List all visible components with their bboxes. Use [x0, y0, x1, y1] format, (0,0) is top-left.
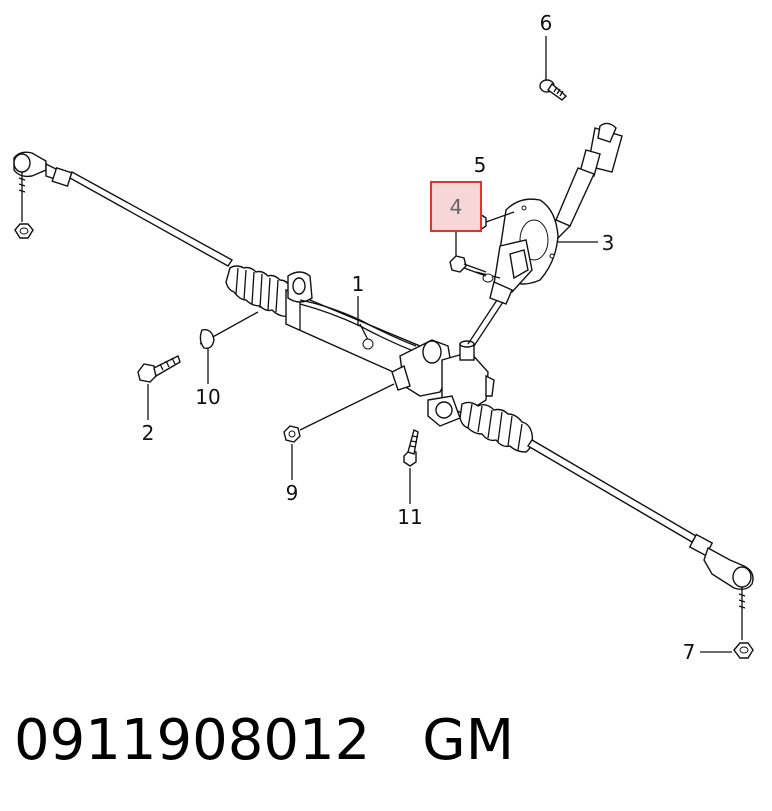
- callout-4-highlight[interactable]: [430, 181, 482, 232]
- callout-10: 10: [195, 385, 220, 409]
- brand-name: GM: [422, 708, 515, 773]
- right-tie-rod-nut: [733, 642, 754, 659]
- left-tie-rod-nut: [14, 223, 34, 239]
- callout-2: 2: [142, 421, 155, 445]
- mount-washer: [199, 329, 215, 350]
- left-tie-rod: [69, 170, 234, 267]
- callout-11: 11: [397, 505, 422, 529]
- callout-5: 5: [474, 153, 487, 177]
- steering-rack-diagram: 1 2 3 4 5 6 7 9 10 11: [13, 11, 754, 664]
- part-info-footer: 0911908012 GM: [14, 708, 754, 788]
- leader-5: [485, 211, 515, 223]
- upper-pinch-bolt: [539, 79, 568, 101]
- leader-nut-9: [299, 383, 395, 431]
- callout-7: 7: [683, 640, 696, 664]
- left-rack-boot: [225, 265, 291, 318]
- right-rack-boot: [459, 401, 534, 453]
- callout-6: 6: [540, 11, 553, 35]
- valve-bolt: [403, 428, 419, 467]
- mount-nut: [283, 425, 301, 443]
- part-number: 0911908012: [14, 708, 371, 773]
- joint-bolt: [449, 255, 487, 277]
- mounting-bolt: [137, 355, 181, 383]
- hydraulic-lines: [299, 299, 417, 353]
- lower-universal-joint: [475, 239, 533, 305]
- left-tie-rod-end: [13, 151, 73, 239]
- valve-housing: [391, 339, 495, 427]
- right-tie-rod: [527, 439, 697, 543]
- callout-9: 9: [286, 481, 299, 505]
- callout-3: 3: [602, 231, 615, 255]
- callout-1: 1: [352, 272, 365, 296]
- right-tie-rod-end: [688, 533, 754, 640]
- callout-4: 4: [450, 195, 463, 219]
